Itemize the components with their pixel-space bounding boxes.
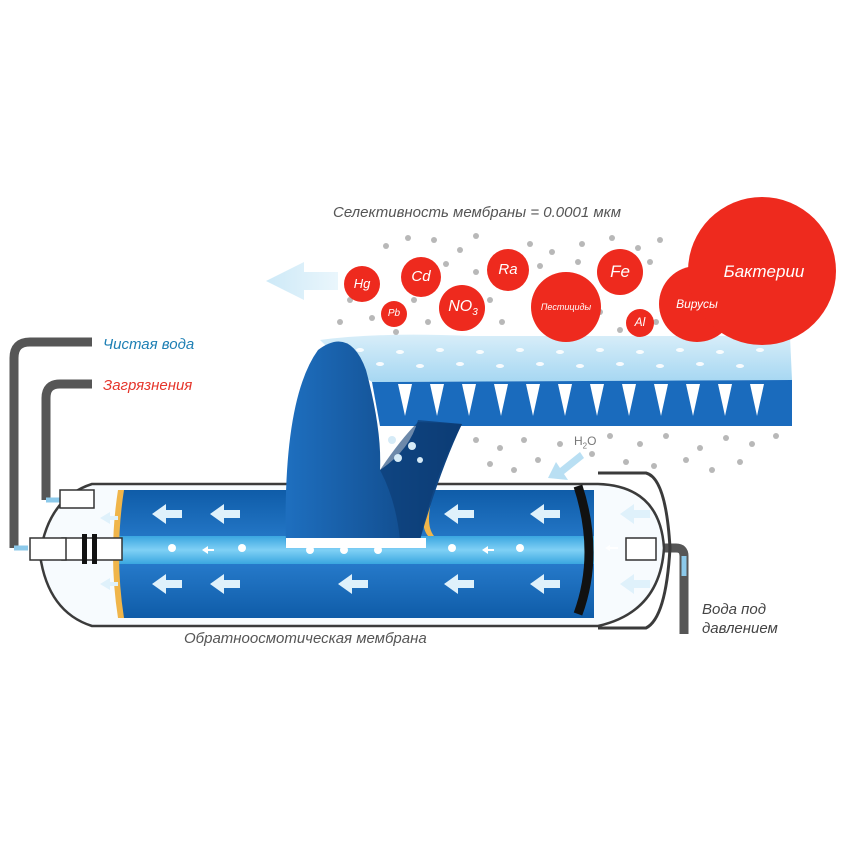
particle-ra <box>487 249 529 291</box>
core-flow-arrows <box>202 545 618 554</box>
label-bacteria: Бактерии <box>723 262 805 281</box>
label-cd: Cd <box>411 268 431 285</box>
clean-water-tube <box>9 337 92 548</box>
inlet-fitting <box>625 537 657 561</box>
membrane-channels <box>398 384 764 416</box>
particle-pesticides <box>531 272 601 342</box>
particle-fe <box>597 249 643 295</box>
label-fe: Fe <box>610 262 630 281</box>
label-ra: Ra <box>498 261 518 278</box>
pressure-water-tube <box>652 543 689 634</box>
contaminant-tube <box>41 379 92 500</box>
label-no3: NO3 <box>448 298 478 319</box>
clean-water-label: Чистая вода <box>103 336 195 353</box>
label-pb: Pb <box>387 308 401 319</box>
label-pesticides: Пестициды <box>540 302 592 312</box>
membrane-sheet <box>320 334 792 382</box>
membrane-label: Обратноосмотическая мембрана <box>184 630 427 647</box>
particle-pb <box>381 301 407 327</box>
flow-arrows-bottom <box>100 574 650 594</box>
h2o-sub: 2 <box>582 441 588 451</box>
label-al: Al <box>634 315 646 329</box>
particle-al <box>626 309 654 337</box>
pressure-water-label: Вода под давлением <box>702 601 778 637</box>
label-viruses: Вирусы <box>676 297 718 311</box>
contaminants-label: Загрязнения <box>103 377 193 394</box>
water-permeation-arrow <box>548 452 584 480</box>
selectivity-label: Селективность мембраны = 0.0001 мкм <box>333 204 621 221</box>
particle-hg <box>344 266 380 302</box>
label-hg: Hg <box>353 276 371 291</box>
particle-no3 <box>439 285 485 331</box>
particle-circles <box>344 197 836 345</box>
label-no3-sub: 3 <box>472 307 478 319</box>
particle-cd <box>401 257 441 297</box>
particle-bacteria <box>688 197 836 345</box>
h2o-label: H2O <box>574 434 597 451</box>
brine-seal <box>573 484 594 616</box>
reject-flow-arrow <box>266 262 338 300</box>
